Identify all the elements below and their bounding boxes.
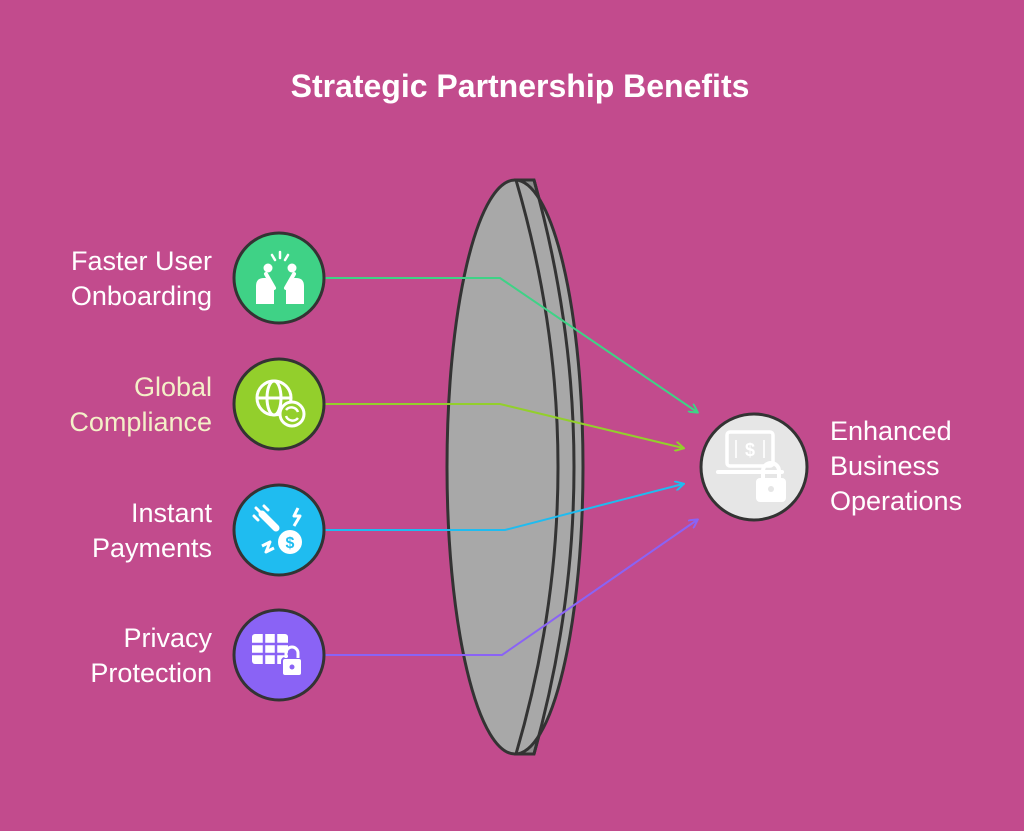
connector-payments xyxy=(325,484,683,531)
label-compliance: Global Compliance xyxy=(0,370,212,440)
label-line: Payments xyxy=(91,533,212,563)
label-line: Onboarding xyxy=(70,281,212,311)
label-line: Business xyxy=(830,451,940,481)
label-privacy: Privacy Protection xyxy=(0,621,212,691)
svg-text:$: $ xyxy=(286,535,295,552)
label-line: Enhanced xyxy=(830,416,952,446)
business-operations-node: $ xyxy=(699,412,809,522)
lens-shape xyxy=(445,178,585,756)
label-line: Instant xyxy=(130,498,212,528)
label-onboarding: Faster User Onboarding xyxy=(0,244,212,314)
label-business-operations: Enhanced Business Operations xyxy=(830,414,1020,519)
connector-privacy xyxy=(325,520,697,656)
privacy-node xyxy=(232,608,326,702)
laptop-dollar-lock-icon: $ xyxy=(716,430,786,502)
table-lock-icon xyxy=(252,634,303,677)
label-line: Global xyxy=(133,372,212,402)
connector-compliance xyxy=(325,403,683,448)
label-payments: Instant Payments xyxy=(0,496,212,566)
label-line: Compliance xyxy=(69,407,212,437)
label-line: Privacy xyxy=(123,623,212,653)
connector-onboarding xyxy=(325,277,697,412)
compliance-node xyxy=(232,357,326,451)
onboarding-node xyxy=(232,231,326,325)
plug-dollar-icon: $ xyxy=(252,504,302,554)
high-five-icon xyxy=(256,250,304,304)
label-line: Faster User xyxy=(70,246,212,276)
label-line: Operations xyxy=(830,486,963,516)
globe-sync-icon xyxy=(255,379,306,428)
svg-text:$: $ xyxy=(745,440,755,460)
diagram-title: Strategic Partnership Benefits xyxy=(290,68,750,104)
label-line: Protection xyxy=(90,658,212,688)
payments-node: $ xyxy=(232,483,326,577)
